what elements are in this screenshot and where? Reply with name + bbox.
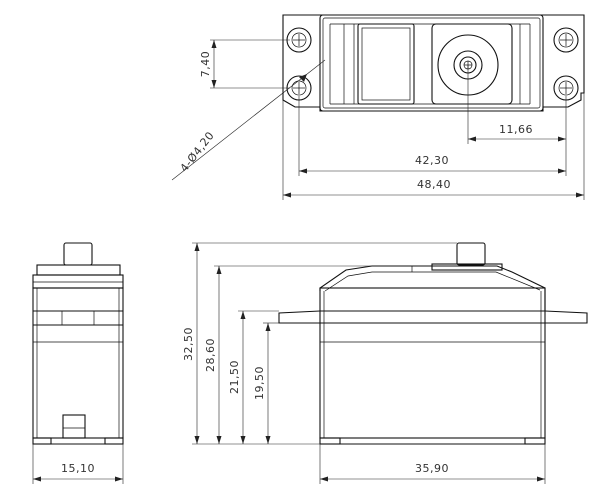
label-hole-pitch-horizontal: 42,30 — [415, 154, 449, 167]
label-height-to-flange-bottom: 19,50 — [253, 366, 266, 400]
dimension-case-width: 15,10 — [32, 444, 124, 484]
label-hole-pitch-vertical: 7,40 — [199, 51, 212, 78]
top-view-case — [319, 14, 544, 112]
front-view-body — [319, 287, 546, 439]
top-view-label-window — [357, 23, 415, 105]
front-view-top-case — [319, 265, 546, 311]
top-view: 7,40 4-Ø4,20 11,66 42,30 — [171, 14, 585, 200]
dimension-height-to-flange-bottom: 19,50 — [253, 322, 279, 444]
dimension-shaft-offset: 11,66 — [467, 65, 567, 144]
front-view-shaft — [456, 242, 486, 266]
label-total-height: 32,50 — [182, 327, 195, 361]
dimension-case-length: 35,90 — [319, 444, 546, 484]
dimension-hole-pitch-horizontal: 42,30 — [298, 96, 567, 176]
label-height-to-flange-top: 21,50 — [228, 360, 241, 394]
label-shaft-offset: 11,66 — [499, 123, 533, 136]
top-view-shaft-housing — [431, 23, 513, 105]
front-view-flange — [278, 310, 588, 324]
mounting-hole-top-right — [553, 27, 579, 53]
side-view-cable-exit — [62, 414, 86, 439]
side-view-shaft — [63, 242, 93, 266]
top-view-flange — [282, 14, 585, 112]
label-case-width: 15,10 — [61, 462, 95, 475]
dimension-height-to-flange-top: 21,50 — [228, 310, 279, 444]
mounting-hole-top-left — [286, 27, 312, 53]
label-height-to-top-case: 28,60 — [204, 338, 217, 372]
dimension-height-to-top-case: 28,60 — [204, 265, 372, 444]
dimension-total-height: 32,50 — [182, 242, 457, 445]
dimension-hole-pitch-vertical: 7,40 — [199, 39, 290, 89]
dimension-hole-callout: 4-Ø4,20 — [171, 59, 326, 181]
label-case-length: 35,90 — [415, 462, 449, 475]
dimension-overall-length: 48,40 — [282, 93, 585, 200]
front-view: 32,50 28,60 21,50 19,50 — [182, 242, 588, 484]
side-view: 15,10 — [32, 242, 124, 484]
label-hole-callout: 4-Ø4,20 — [177, 129, 217, 175]
label-overall-length: 48,40 — [417, 178, 451, 191]
